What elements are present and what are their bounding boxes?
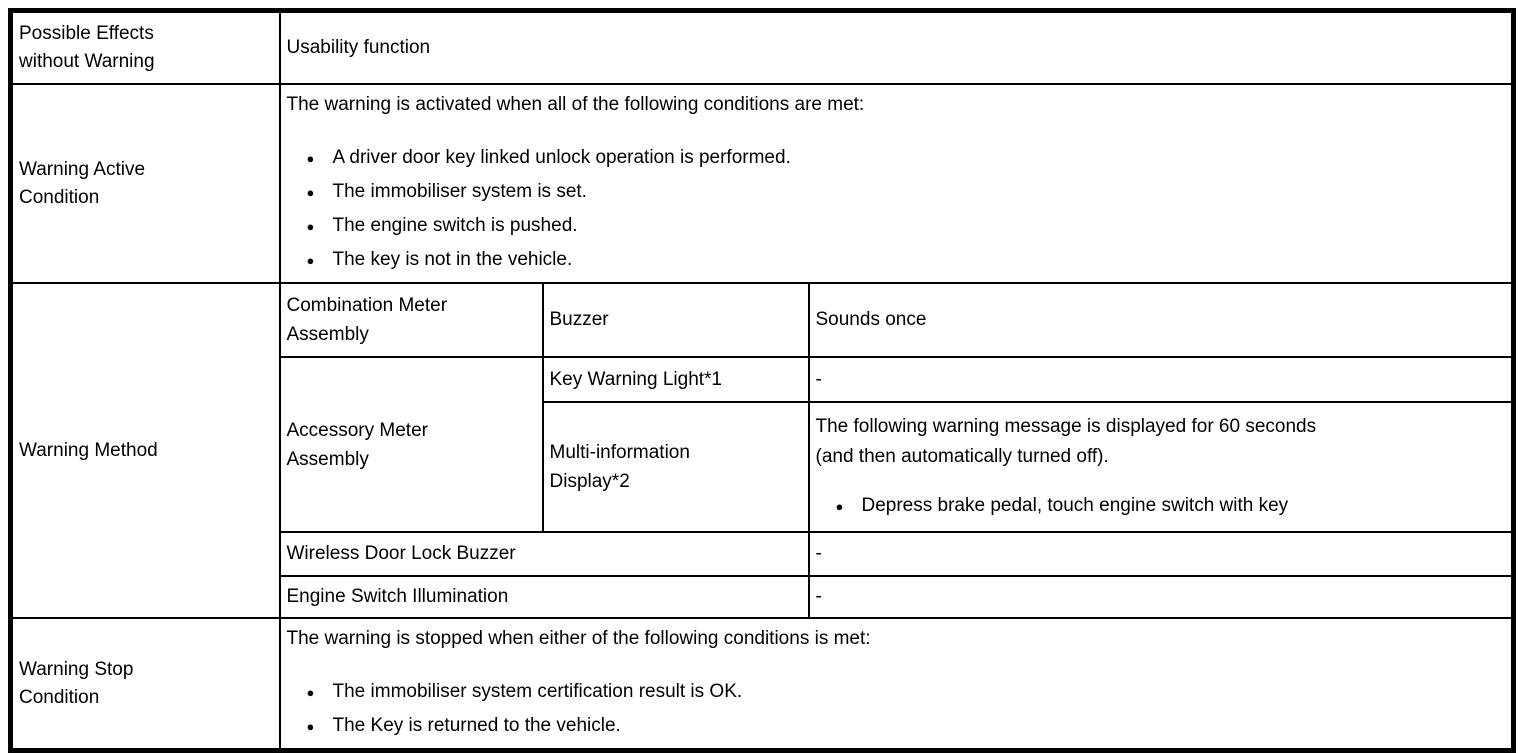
warning-method-label: Warning Method <box>19 439 158 461</box>
engine-switch-illumination-component: Engine Switch Illumination <box>286 586 509 607</box>
warning-active-content-cell: The warning is activated when all of the… <box>278 83 1515 284</box>
row-warning-active-condition: Warning Active Condition The warning is … <box>9 83 1515 284</box>
wireless-door-lock-buzzer-method: - <box>815 543 822 564</box>
row-multi-information-display: Multi-information Display*2 The followin… <box>11 401 1515 533</box>
multi-information-display-item-cell: Multi-information Display*2 <box>541 401 810 533</box>
row-warning-method-buzzer: Warning Method Combination Meter Assembl… <box>9 282 1515 619</box>
warning-active-conditions-list: ● A driver door key linked unlock operati… <box>287 141 1506 277</box>
engine-switch-illumination-method-cell: - <box>807 575 1515 619</box>
condition-text: A driver door key linked unlock operatio… <box>332 147 791 168</box>
multi-information-display-item: Multi-information Display*2 <box>549 442 690 492</box>
bullet-icon: ● <box>835 498 844 514</box>
warning-message-list: ● Depress brake pedal, touch engine switc… <box>816 489 1506 523</box>
condition-text: The key is not in the vehicle. <box>332 249 573 270</box>
condition-text: The Key is returned to the vehicle. <box>332 715 621 736</box>
list-item: ● A driver door key linked unlock operati… <box>307 141 1506 175</box>
buzzer-method-cell: Sounds once <box>807 282 1515 358</box>
row-warning-stop-condition: Warning Stop Condition The warning is st… <box>9 617 1515 752</box>
bullet-icon: ● <box>306 151 315 166</box>
row-key-warning-light: Accessory Meter Assembly Key Warning Lig… <box>11 356 1515 533</box>
warning-active-label-cell: Warning Active Condition <box>9 83 281 284</box>
bullet-icon: ● <box>306 719 315 734</box>
warning-stop-label: Warning Stop Condition <box>19 658 134 708</box>
key-warning-light-item: Key Warning Light*1 <box>549 368 723 390</box>
warning-active-intro: The warning is activated when all of the… <box>286 94 865 115</box>
list-item: ● The Key is returned to the vehicle. <box>307 709 1506 743</box>
multi-information-display-intro: The following warning message is display… <box>815 415 1317 467</box>
condition-text: The immobiliser system is set. <box>332 181 587 202</box>
warning-method-label-cell: Warning Method <box>9 282 281 619</box>
warning-stop-intro: The warning is stopped when either of th… <box>286 628 871 649</box>
warning-message-text: Depress brake pedal, touch engine switch… <box>861 494 1289 516</box>
combination-meter-component-cell: Combination Meter Assembly <box>278 282 544 358</box>
row-engine-switch-illumination: Engine Switch Illumination - <box>11 575 1515 619</box>
key-warning-light-method: - <box>815 368 822 390</box>
bullet-icon: ● <box>306 219 315 234</box>
warning-stop-label-cell: Warning Stop Condition <box>9 617 281 752</box>
row-wireless-door-lock-buzzer: Wireless Door Lock Buzzer - <box>11 531 1515 577</box>
possible-effects-value: Usability function <box>286 37 431 58</box>
list-item: ● The engine switch is pushed. <box>307 209 1506 243</box>
warning-active-label: Warning Active Condition <box>19 158 146 208</box>
key-warning-light-method-cell: - <box>807 356 1515 403</box>
warning-stop-conditions-list: ● The immobiliser system certification re… <box>287 675 1506 743</box>
condition-text: The immobiliser system certification res… <box>332 681 743 702</box>
accessory-meter-component-cell: Accessory Meter Assembly <box>278 356 544 533</box>
possible-effects-value-cell: Usability function <box>278 9 1515 85</box>
buzzer-method: Sounds once <box>815 309 927 330</box>
combination-meter-component: Combination Meter Assembly <box>286 295 448 345</box>
engine-switch-illumination-method: - <box>815 586 822 607</box>
condition-text: The engine switch is pushed. <box>332 215 578 236</box>
accessory-meter-component: Accessory Meter Assembly <box>286 419 428 470</box>
possible-effects-label-cell: Possible Effects without Warning <box>9 9 281 85</box>
possible-effects-label: Possible Effects without Warning <box>19 23 155 72</box>
bullet-icon: ● <box>306 185 315 200</box>
list-item: ● Depress brake pedal, touch engine switc… <box>836 489 1506 523</box>
key-warning-light-item-cell: Key Warning Light*1 <box>541 356 810 403</box>
wireless-door-lock-buzzer-cell: Wireless Door Lock Buzzer <box>278 531 810 577</box>
wireless-door-lock-buzzer-method-cell: - <box>807 531 1515 577</box>
row-possible-effects: Possible Effects without Warning Usabili… <box>9 9 1515 85</box>
list-item: ● The immobiliser system is set. <box>307 175 1506 209</box>
list-item: ● The immobiliser system certification re… <box>307 675 1506 709</box>
bullet-icon: ● <box>306 253 315 268</box>
warning-spec-table: Possible Effects without Warning Usabili… <box>8 8 1517 753</box>
warning-stop-content-cell: The warning is stopped when either of th… <box>278 617 1515 752</box>
wireless-door-lock-buzzer-component: Wireless Door Lock Buzzer <box>286 543 516 564</box>
engine-switch-illumination-cell: Engine Switch Illumination <box>278 575 810 619</box>
list-item: ● The key is not in the vehicle. <box>307 243 1506 277</box>
buzzer-item-cell: Buzzer <box>541 282 810 358</box>
multi-information-display-method-cell: The following warning message is display… <box>807 401 1515 533</box>
buzzer-item: Buzzer <box>549 309 609 330</box>
bullet-icon: ● <box>306 685 315 700</box>
